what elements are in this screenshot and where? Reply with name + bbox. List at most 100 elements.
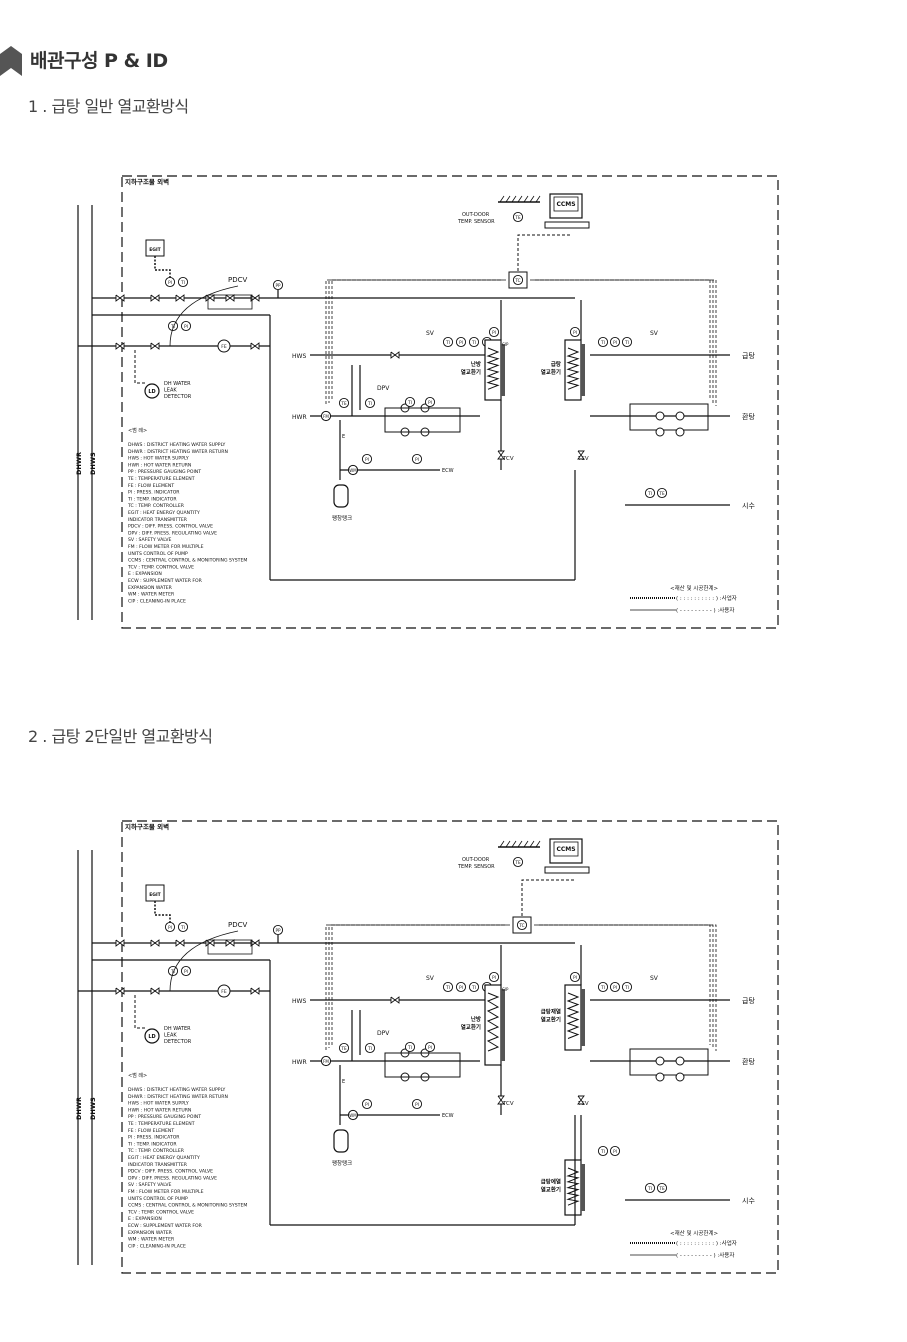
city-instr-1-label: TE	[658, 1186, 665, 1191]
te-hwr-label: TE	[340, 1046, 347, 1051]
dhws-label: DHWS	[89, 1097, 97, 1120]
pi-2-label: PI	[184, 324, 188, 329]
tank-icon	[333, 1129, 349, 1153]
tcv-valve-icon	[497, 1095, 505, 1105]
supply-valve-icon	[175, 939, 185, 947]
legend-entry: DHWR : DISTRICT HEATING WATER RETURN	[128, 1094, 228, 1100]
sv-label: SV	[426, 975, 435, 982]
ld-text: DETECTOR	[164, 394, 192, 400]
pi-1-label: PI	[168, 925, 172, 930]
wall-hatch	[535, 195, 541, 203]
pdcv-label: PDCV	[228, 276, 247, 284]
pp-1-circle	[272, 924, 284, 936]
pp-1-label: PP	[275, 928, 281, 933]
pi-2-circle	[180, 320, 192, 332]
hx-heating-label: 난방	[471, 1015, 481, 1023]
return-pump-icon	[655, 1072, 665, 1082]
sv-label-2: SV	[650, 975, 659, 982]
supply-label: 급탕	[742, 996, 755, 1005]
hx1-pi-circle	[488, 326, 500, 338]
te-hwr-circle	[338, 397, 350, 409]
supply-valve-icon	[115, 939, 125, 947]
pdcv-valve-icon	[225, 294, 235, 302]
legend-entry: TE : TEMPERATURE ELEMENT	[127, 476, 195, 482]
ecw-pi2-label: PI	[415, 457, 419, 462]
boundary-label: 지하구조물 외벽	[125, 177, 169, 186]
legend-entry: DPV : DIFF. PRESS. REGULATING VALVE	[128, 1175, 217, 1181]
ecw-pi-circle	[361, 453, 373, 465]
pdcv-label: PDCV	[228, 921, 247, 929]
hx-dhw-label: 열교환기	[541, 368, 561, 376]
hx-heating-plate	[501, 989, 505, 1061]
wall-hatch	[517, 195, 523, 203]
legend-entry: TC : TEMP. CONTROLLER	[127, 1148, 185, 1154]
legend-entry: CIP : CLEANING-IN PLACE	[128, 1243, 186, 1249]
fm-circle	[320, 1055, 332, 1067]
pump-instr-circle	[424, 1041, 436, 1053]
ti-hwr-label: TI	[367, 401, 372, 406]
dhw-instr-1-circle	[609, 336, 621, 348]
wall-hatch	[529, 195, 535, 203]
pdcv-bypass	[207, 294, 253, 310]
pdcv-signal	[169, 285, 239, 347]
ccms-keyboard-icon	[544, 866, 590, 874]
ccms-label: CCMS	[556, 846, 575, 853]
ecw-label: ECW	[442, 468, 454, 474]
city-label: 시수	[742, 502, 755, 510]
tc-signal-left	[325, 924, 504, 1051]
city-instr-0-label: TI	[647, 491, 652, 496]
hws-instr-0-label: TI	[445, 985, 450, 990]
tc-signal-right	[536, 279, 717, 406]
outdoor-label: TEMP. SENSOR	[457, 219, 495, 225]
legend-entry: TC : TEMP. CONTROLLER	[127, 503, 185, 509]
legend-entry: HWS : HOT WATER SUPPLY	[128, 1101, 189, 1107]
ecw-pi2-circle	[411, 453, 423, 465]
wall-hatch	[529, 840, 535, 848]
hx-preheat-plate	[581, 1164, 585, 1211]
hx-preheat-coil-icon	[566, 1167, 580, 1206]
wm-label: WM	[349, 1113, 357, 1118]
wall-hatch	[523, 840, 529, 848]
ld-circle	[144, 383, 160, 399]
e-label: E	[342, 1079, 345, 1085]
ld-text: LEAK	[164, 388, 177, 394]
ecw-pi2-label: PI	[415, 1102, 419, 1107]
tc-circle	[516, 919, 528, 931]
legend-entry: WM : WATER METER	[128, 1237, 175, 1243]
ld-text: LEAK	[164, 1033, 177, 1039]
tcv-label-1: TCV	[502, 456, 514, 462]
wm-circle	[347, 464, 359, 476]
wall-hatch	[523, 195, 529, 203]
legend-entry: EXPANSION WATER	[128, 1230, 173, 1236]
return-pump-icon	[675, 427, 685, 437]
hx2-pi-label: PI	[573, 330, 577, 335]
ti-hwr-circle	[364, 397, 376, 409]
tcv-valve-icon-2	[577, 450, 585, 460]
outdoor-te-label: TE	[514, 860, 521, 865]
legend-entry: EGIT : HEAT ENERGY QUANTITY	[128, 510, 200, 516]
hws-instr-1-label: PI	[459, 985, 463, 990]
supply-valve-icon	[115, 294, 125, 302]
ccms-keyboard-icon	[544, 221, 590, 229]
return-valve-icon	[115, 987, 125, 995]
dhw-instr-2-circle	[621, 336, 633, 348]
legend-entry: DPV : DIFF. PRESS. REGULATING VALVE	[128, 530, 217, 536]
supply-valve-icon	[205, 939, 215, 947]
section-1-title: 1 . 급탕 일반 열교환방식	[28, 97, 189, 116]
return-valve-icon	[250, 342, 260, 350]
legend-entry: CCMS : CENTRAL CONTROL & MONITORING SYST…	[128, 1203, 247, 1209]
legend-entry: FM : FLOW METER FOR MULTIPLE	[128, 1189, 204, 1195]
boundary-box	[121, 175, 779, 629]
pp-1-circle	[272, 279, 284, 291]
hws-instr-0-label: TI	[445, 340, 450, 345]
fm-label: FM	[323, 1059, 329, 1064]
legend-entry: PDCV : DIFF. PRESS. CONTROL VALVE	[128, 1169, 213, 1175]
hwr-label: HWR	[292, 1059, 307, 1066]
hx-dhw-label: 급탕재열	[541, 1008, 561, 1016]
ccms-screen	[553, 841, 579, 857]
supply-valve-icon	[150, 939, 160, 947]
hx2-pi-circle	[569, 326, 581, 338]
tank-icon	[333, 484, 349, 508]
legend-entry: HWR : HOT WATER RETURN	[128, 462, 191, 468]
